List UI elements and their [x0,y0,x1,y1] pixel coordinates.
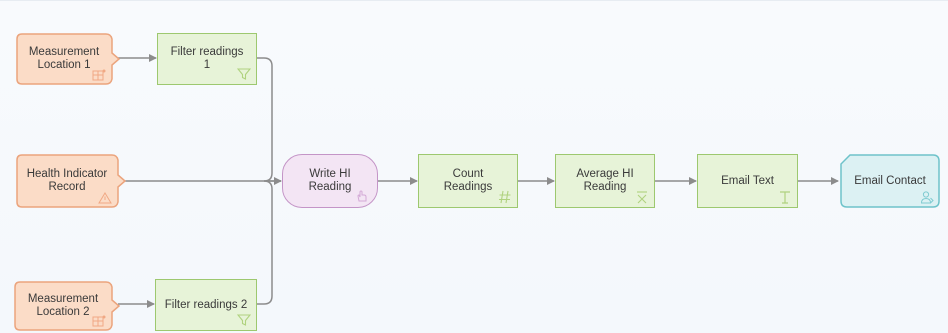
destination-shape [840,154,940,208]
hand-icon [357,190,367,202]
x-bar-icon [637,191,647,204]
node-label: Email Contact [854,174,926,187]
node-write-hi-reading[interactable]: Write HI Reading [282,154,378,208]
text-t-icon [780,191,790,204]
node-label: Count Readings [443,168,493,193]
funnel-icon [237,68,251,80]
node-label: Email Text [721,174,774,187]
node-label: Measurement Location 1 [28,46,100,71]
edge-filter1-to-write [257,57,281,182]
funnel-icon [237,314,251,326]
node-label: Write HI Reading [308,168,352,193]
node-count-readings[interactable]: Count Readings [418,154,518,208]
node-measurement-location-2[interactable]: Measurement Location 2 [14,281,121,331]
edge-filter2-to-write [257,180,273,305]
node-label: Measurement Location 2 [27,293,99,318]
node-average-hi-reading[interactable]: Average HI Reading [555,154,655,208]
node-health-indicator-record[interactable]: Health Indicator Record [16,154,127,208]
node-email-contact[interactable]: Email Contact [840,154,940,208]
node-label: Filter readings 1 [170,46,244,71]
node-measurement-location-1[interactable]: Measurement Location 1 [16,33,121,85]
node-filter-readings-1[interactable]: Filter readings 1 [157,33,257,85]
person-icon [920,191,934,204]
source-shape [16,154,127,208]
warning-triangle-icon [98,192,112,204]
node-email-text[interactable]: Email Text [697,154,798,208]
hash-icon [499,190,511,204]
node-label: Average HI Reading [576,168,634,193]
node-label: Health Indicator Record [26,168,108,193]
grid-icon [92,315,106,327]
node-label: Filter readings 2 [164,298,248,311]
grid-icon [92,69,106,81]
node-filter-readings-2[interactable]: Filter readings 2 [155,279,257,331]
